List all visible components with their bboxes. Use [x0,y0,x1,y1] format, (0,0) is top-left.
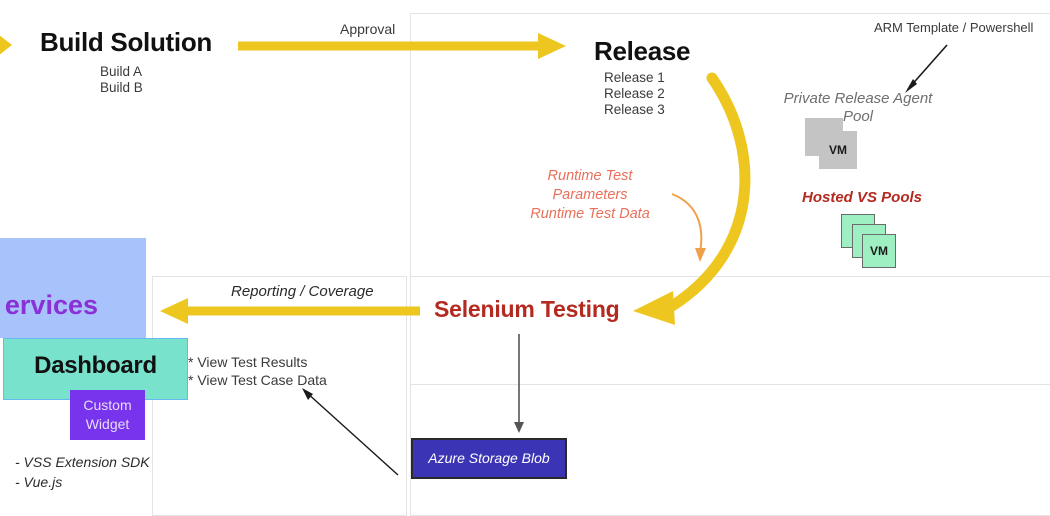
tech-item-0: - VSS Extension SDK [15,454,150,470]
approval-label: Approval [340,21,396,37]
release-panel [410,13,1050,385]
custom-widget-label: Custom Widget [70,396,145,434]
custom-widget-line-2: Widget [85,416,130,432]
release-heading: Release [594,36,691,66]
dashboard-box[interactable] [3,338,188,400]
azure-storage-blob-label: Azure Storage Blob [428,450,550,466]
runtime-test-parameters-label: Runtime Test Parameters Runtime Test Dat… [510,167,670,224]
vm-icon-gray-front [819,131,857,169]
vm-green-label: VM [870,244,888,258]
dashboard-label: Dashboard [34,352,157,379]
release-item-2: Release 3 [604,102,665,117]
services-label: ervices [4,290,98,320]
view-test-item-0: * View Test Results [188,354,308,370]
selenium-testing-heading: Selenium Testing [434,296,620,322]
azure-storage-blob-box[interactable] [411,438,567,479]
view-test-item-1: * View Test Case Data [188,372,327,388]
custom-widget-line-1: Custom [83,397,132,413]
build-items: Build A Build B [100,64,143,96]
tech-stack-list: - VSS Extension SDK - Vue.js [15,452,150,492]
release-items: Release 1 Release 2 Release 3 [604,70,665,118]
runtime-line-0: Runtime Test Parameters [547,168,633,203]
custom-widget-box[interactable] [70,390,145,440]
services-box [0,238,146,338]
view-test-list: * View Test Results * View Test Case Dat… [188,353,327,389]
build-heading: Build Solution [40,27,212,57]
vm-gray-label: VM [829,143,847,157]
arm-template-label: ARM Template / Powershell [874,20,1034,35]
reporting-coverage-label: Reporting / Coverage [231,283,374,300]
vm-icon-green-front [862,234,896,268]
testing-panel [152,276,407,516]
tech-item-1: - Vue.js [15,474,63,490]
build-item-1: Build B [100,80,143,95]
release-item-1: Release 2 [604,86,665,101]
release-item-0: Release 1 [604,70,665,85]
runtime-line-1: Runtime Test Data [530,206,650,222]
build-item-0: Build A [100,64,143,79]
hosted-vs-pools-label: Hosted VS Pools [802,189,923,206]
private-release-agent-pool-label: Private Release Agent Pool [783,90,933,125]
arrow-incoming-build-head [0,35,12,55]
